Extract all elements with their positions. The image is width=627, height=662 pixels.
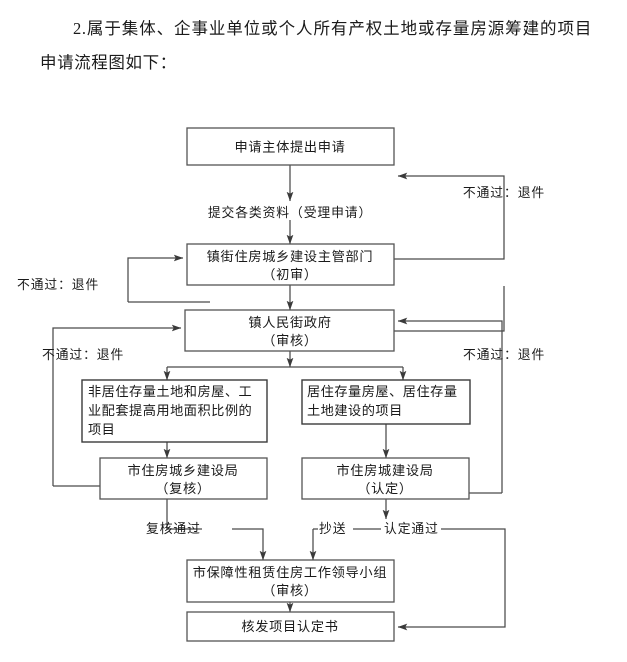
node-town-dept-sublabel: （初审） bbox=[262, 267, 318, 282]
node-issue-certificate[interactable]: 核发项目认定书 bbox=[186, 611, 395, 642]
node-nonresidential-project-box[interactable] bbox=[81, 379, 268, 443]
node-bureau-review-sublabel: （复核） bbox=[155, 481, 211, 496]
edge-label-copy-to: 抄送 bbox=[319, 522, 346, 536]
paragraph-text: 属于集体、企事业单位或个人所有产权土地或存量房源筹建的项目申请流程图如下： bbox=[40, 19, 592, 72]
edge-label-reject-top: 不通过：退件 bbox=[463, 186, 545, 200]
node-leading-group-label: 市保障性租赁住房工作领导小组 bbox=[193, 564, 387, 580]
node-nonresidential-project-label: 非居住存量土地和房屋、工业配套提高用地面积比例的项目 bbox=[88, 384, 253, 437]
edge-label-review-passed: 复核通过 bbox=[146, 522, 201, 536]
node-bureau-confirm-sublabel: （认定） bbox=[357, 481, 413, 496]
node-residential-project-label: 居住存量房屋、居住存量土地建设的项目 bbox=[307, 384, 458, 418]
edge-reject-right-to-town-gov bbox=[397, 317, 503, 493]
node-town-government[interactable]: 镇人民街政府 （审核） bbox=[184, 309, 395, 352]
node-leading-group-sublabel: （审核） bbox=[262, 583, 318, 598]
node-bureau-review-label: 市住房城乡建设局 bbox=[127, 462, 238, 478]
node-town-dept-label: 镇街住房城乡建设主管部门 bbox=[207, 249, 374, 264]
page-title: 2.属于集体、企事业单位或个人所有产权土地或存量房源筹建的项目申请流程图如下： bbox=[40, 12, 592, 80]
edge-reject-town-dept-to-apply bbox=[394, 172, 505, 260]
node-nonresidential-project[interactable]: 非居住存量土地和房屋、工业配套提高用地面积比例的项目 bbox=[81, 379, 268, 443]
node-issue-certificate-label: 核发项目认定书 bbox=[241, 619, 338, 634]
edge-label-layer: 提交各类资料（受理申请） 不通过：退件 不通过：退件 不通过：退件 不通过：退件… bbox=[17, 186, 545, 536]
node-layer: 申请主体提出申请 镇街住房城乡建设主管部门 （初审） 镇人民街政府 （审核） 非… bbox=[81, 127, 471, 642]
node-nonresidential-project-textwrap: 非居住存量土地和房屋、工业配套提高用地面积比例的项目 bbox=[88, 384, 253, 437]
node-bureau-confirm[interactable]: 市住房城建设局 （认定） bbox=[301, 457, 470, 500]
node-leading-group[interactable]: 市保障性租赁住房工作领导小组 （审核） bbox=[186, 559, 395, 603]
edge-label-submit-materials: 提交各类资料（受理申请） bbox=[208, 205, 372, 220]
node-residential-project-textwrap: 居住存量房屋、居住存量土地建设的项目 bbox=[307, 384, 458, 418]
node-bureau-confirm-box[interactable] bbox=[301, 457, 470, 500]
node-town-government-box[interactable] bbox=[184, 309, 395, 352]
node-issue-certificate-box[interactable] bbox=[186, 611, 395, 642]
edge-label-reject-lower-left: 不通过：退件 bbox=[42, 348, 124, 362]
connector-layer bbox=[52, 165, 506, 631]
edge-confirm-pass-to-certificate bbox=[397, 528, 506, 631]
edge-label-reject-mid-left: 不通过：退件 bbox=[17, 278, 99, 292]
edge-label-reject-right: 不通过：退件 bbox=[463, 348, 545, 362]
node-apply-subject-box[interactable] bbox=[186, 127, 395, 166]
node-residential-project[interactable]: 居住存量房屋、居住存量土地建设的项目 bbox=[301, 379, 471, 426]
edge-reject-town-gov-riser bbox=[394, 286, 505, 332]
edge-reject-long-left-to-town-gov bbox=[52, 324, 182, 486]
node-bureau-review-box[interactable] bbox=[99, 457, 268, 500]
edge-label-confirm-passed: 认定通过 bbox=[384, 522, 439, 536]
node-leading-group-box[interactable] bbox=[186, 559, 395, 603]
node-town-dept-box[interactable] bbox=[186, 243, 395, 286]
node-bureau-review[interactable]: 市住房城乡建设局 （复核） bbox=[99, 457, 268, 500]
paragraph-number: 2. bbox=[73, 19, 87, 38]
flowchart: 申请主体提出申请 镇街住房城乡建设主管部门 （初审） 镇人民街政府 （审核） 非… bbox=[17, 127, 545, 642]
node-apply-subject[interactable]: 申请主体提出申请 bbox=[186, 127, 395, 166]
edge-review-pass-to-group bbox=[232, 528, 267, 561]
node-town-dept[interactable]: 镇街住房城乡建设主管部门 （初审） bbox=[186, 243, 395, 286]
node-apply-subject-label: 申请主体提出申请 bbox=[234, 140, 345, 155]
node-residential-project-box[interactable] bbox=[301, 379, 471, 425]
node-town-government-sublabel: （审核） bbox=[262, 333, 318, 348]
node-town-government-label: 镇人民街政府 bbox=[248, 315, 331, 330]
node-bureau-confirm-label: 市住房城建设局 bbox=[336, 462, 433, 478]
edge-bureau-review-down bbox=[166, 499, 202, 530]
edge-reject-left-into-town-dept bbox=[127, 254, 184, 302]
